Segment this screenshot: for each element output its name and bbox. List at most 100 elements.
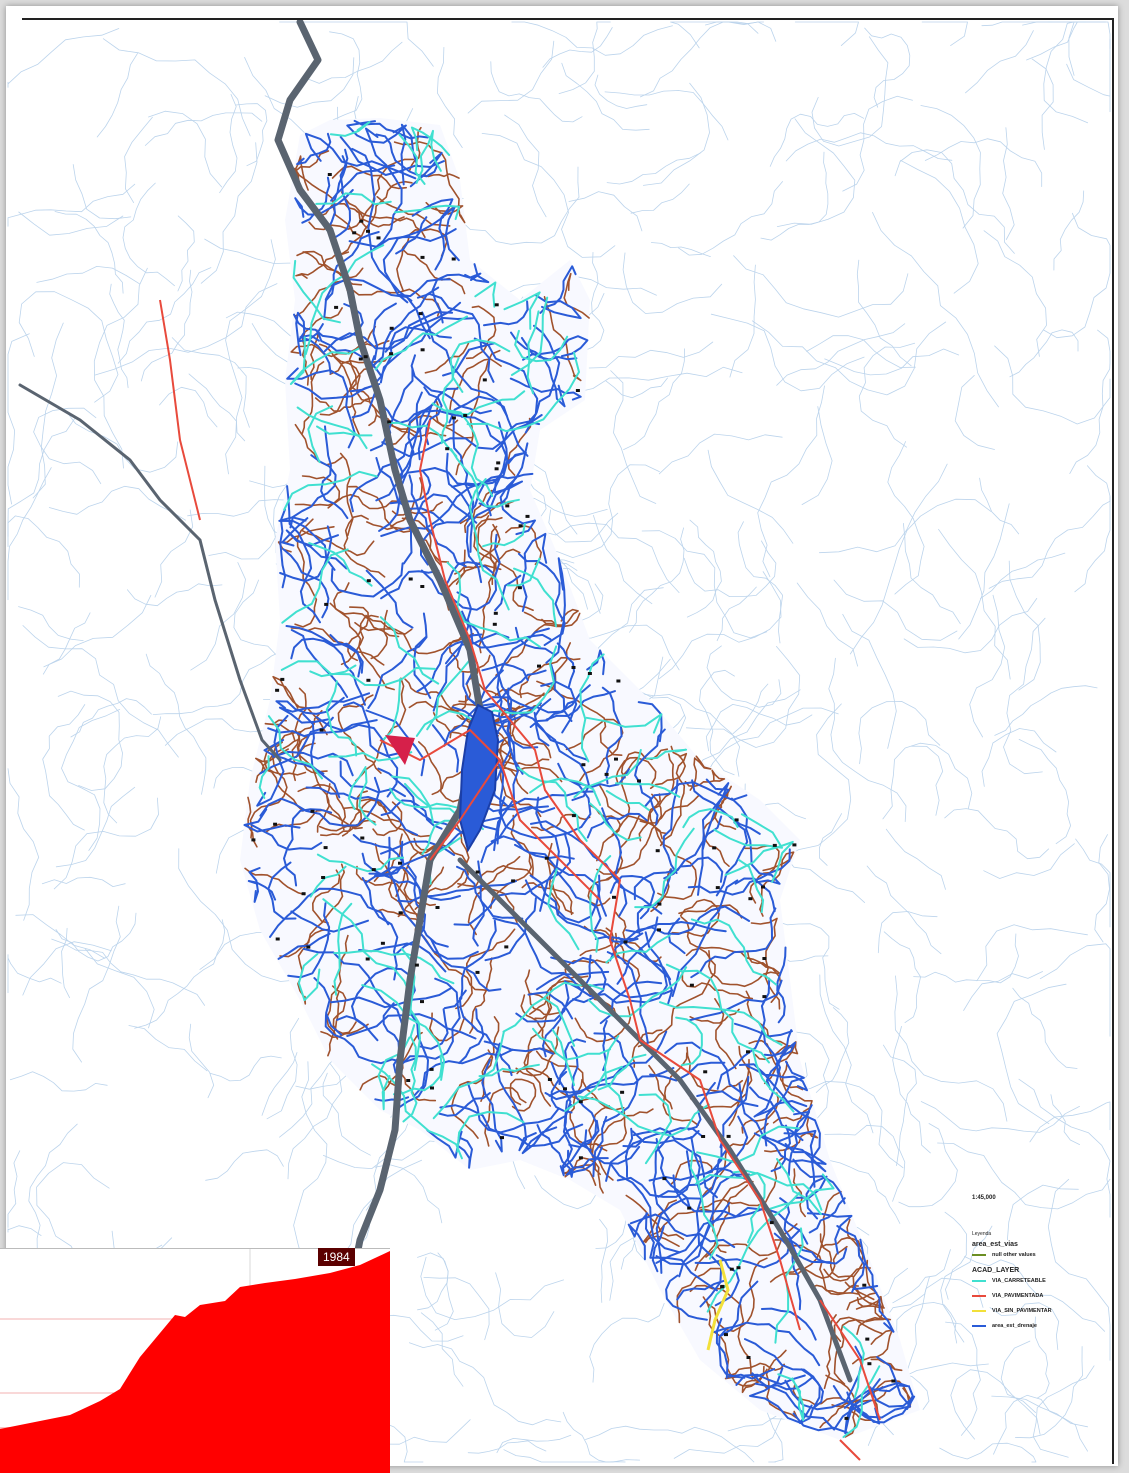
settlement-marker [482,378,487,382]
settlement-marker [729,1267,734,1271]
drainage-line [250,824,323,851]
drainage-line [601,686,623,785]
background-stream [9,1071,108,1092]
drainage-line [763,1029,793,1057]
background-stream [1031,58,1054,150]
settlement-marker [358,357,363,361]
background-stream [235,103,268,167]
background-stream [543,464,660,558]
contour-line [744,845,780,904]
background-stream [7,1150,21,1228]
background-stream [872,212,999,408]
settlement-marker [525,514,530,518]
drainage-line [279,508,287,589]
legend-item: VIA_PAVIMENTADA [972,1293,1122,1299]
background-stream [320,31,363,142]
background-stream [542,27,613,68]
unpaved-road [689,1150,719,1260]
background-stream [467,40,555,114]
drainage-line [633,815,723,901]
background-stream [51,938,205,1006]
drainage-line [296,132,332,166]
unpaved-road [665,963,734,1021]
settlement-marker [280,677,285,681]
legend-swatch [972,1325,986,1327]
drainage-line [510,331,566,408]
paved-road [499,759,601,901]
drainage-line [438,1092,491,1117]
background-stream [585,1425,755,1463]
background-stream [794,21,859,46]
legend-item-label: area_est_drenaje [992,1323,1037,1329]
contour-line [477,515,534,611]
drainage-line [728,1368,776,1380]
contour-line [484,1087,527,1147]
settlement-marker [406,1079,411,1082]
background-stream [963,971,1043,1011]
background-stream [640,21,759,98]
background-stream [1039,943,1111,1037]
background-stream [751,320,947,396]
unpaved-road [390,775,435,824]
background-stream [994,345,1111,425]
background-stream [420,1312,464,1387]
drainage-line [730,797,781,885]
background-stream [145,653,207,795]
settlement-marker [492,622,497,626]
settlement-marker [547,1078,552,1081]
unpaved-road [426,657,473,731]
drainage-line [514,626,555,656]
drainage-line [267,719,378,738]
settlement-marker [371,868,376,872]
settlement-marker [451,416,456,420]
background-stream [670,21,764,49]
settlement-marker [689,983,694,987]
contour-line [833,1316,885,1342]
unpaved-road [371,1063,463,1160]
drainage-line [473,337,539,427]
unpaved-road [258,755,270,799]
settlement-marker [517,586,522,590]
drainage-line [278,516,336,571]
drainage-line [494,574,522,612]
background-stream [124,116,153,203]
background-stream [980,552,1066,599]
background-stream [630,183,690,214]
background-stream [548,509,619,543]
contour-line [294,423,343,466]
drainage-line [517,552,566,647]
background-stream [225,239,276,475]
contour-line [457,882,518,923]
background-stream [53,797,159,890]
drainage-line [285,529,348,570]
contour-line [574,1006,632,1043]
drainage-line [636,868,673,935]
background-stream [43,594,152,668]
drainage-line [243,808,301,833]
contour-line [478,548,521,654]
drainage-line [326,164,396,232]
unpaved-road [476,645,558,719]
settlement-marker [366,579,371,583]
drainage-line [530,820,628,918]
drainage-line [634,728,666,826]
settlement-marker [275,937,280,941]
settlement-marker [389,326,394,330]
drainage-line [649,1061,726,1082]
drainage-line [498,762,592,840]
drainage-line [483,1040,554,1055]
drainage-line [494,1042,537,1152]
settlement-marker [862,1283,867,1287]
drainage-line [687,848,791,896]
settlement-marker [736,1266,741,1270]
settlement-marker [494,467,499,471]
drainage-line [416,292,495,383]
background-stream [306,41,403,84]
contour-line [686,1046,744,1093]
background-stream [1000,1340,1036,1413]
drainage-line [556,642,575,689]
settlement-marker [581,763,586,767]
drainage-line [299,334,332,375]
settlement-marker [657,902,662,906]
